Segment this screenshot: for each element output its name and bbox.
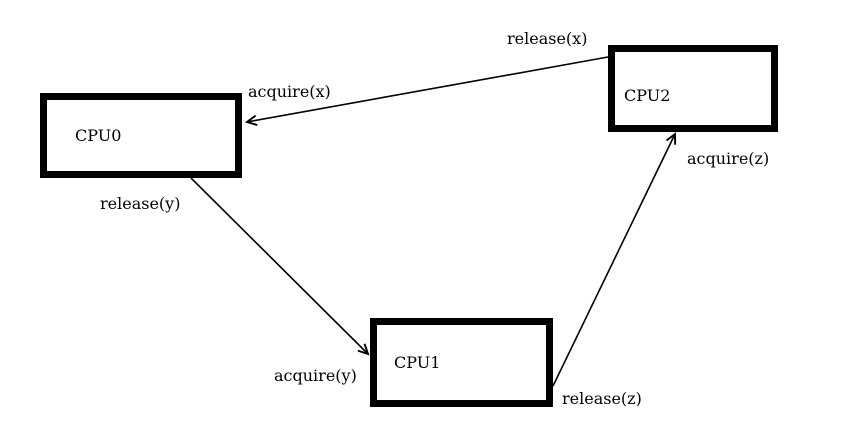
edge-label-release-z: release(z) — [562, 389, 642, 408]
edge-label-acquire-x: acquire(x) — [248, 82, 331, 101]
node-cpu2: CPU2 — [608, 45, 778, 132]
arrow-cpu2-to-cpu0 — [244, 56, 609, 126]
edge-label-acquire-y: acquire(y) — [274, 366, 357, 385]
node-cpu0-label: CPU0 — [75, 125, 122, 145]
edge-label-release-x: release(x) — [507, 29, 588, 48]
node-cpu1-label: CPU1 — [394, 352, 441, 372]
arrow-cpu0-to-cpu1 — [190, 177, 370, 356]
node-cpu0: CPU0 — [40, 93, 242, 178]
node-cpu2-label: CPU2 — [624, 85, 671, 105]
node-cpu1: CPU1 — [370, 318, 553, 407]
edge-label-acquire-z: acquire(z) — [687, 149, 770, 168]
arrow-cpu1-to-cpu2 — [552, 132, 677, 387]
edge-label-release-y: release(y) — [100, 194, 181, 213]
